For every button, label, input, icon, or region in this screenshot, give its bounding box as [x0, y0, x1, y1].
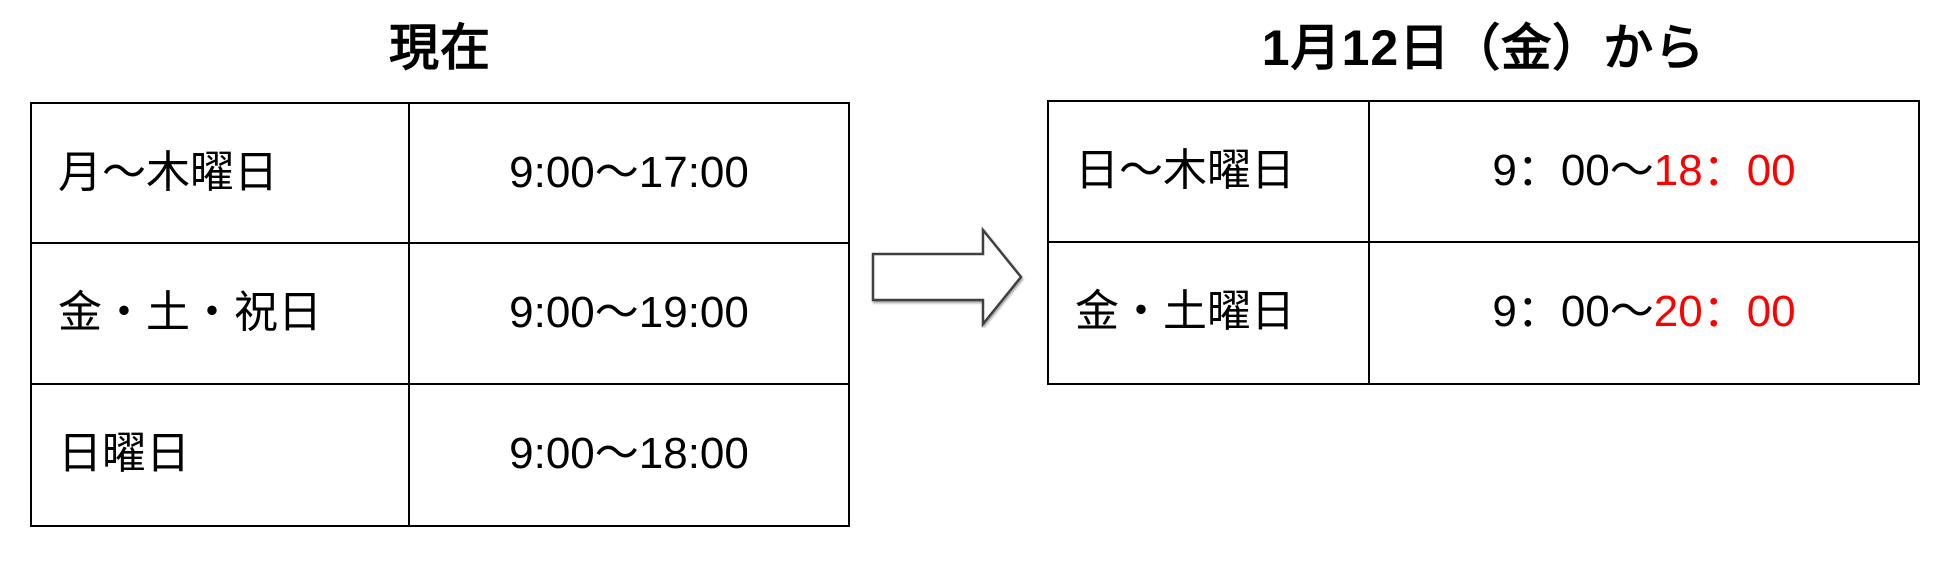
new-schedule-title: 1月12日（金）から — [1261, 20, 1706, 76]
new-days-row2: 金・土曜日 — [1049, 242, 1370, 383]
current-schedule-title: 現在 — [389, 20, 491, 76]
current-hours-row3: 9:00～18:00 — [509, 429, 749, 479]
new-hours-row1-open: 9：00～ — [1492, 145, 1654, 195]
current-hours-row2: 9:00～19:00 — [410, 244, 848, 385]
right-arrow-icon — [870, 226, 1026, 328]
current-schedule-table: 月～木曜日 9:00～17:00 金・土・祝日 9:00～19:00 日曜日 9… — [30, 102, 850, 527]
new-schedule-table: 日～木曜日 9：00～18：00 金・土曜日 9：00～20：00 — [1047, 100, 1920, 385]
current-days-row2: 金・土・祝日 — [32, 244, 410, 385]
new-hours-row1-close-highlight: 18：00 — [1653, 145, 1796, 195]
current-hours-row1: 9:00～17:00 — [410, 104, 848, 245]
current-days-row1: 月～木曜日 — [32, 104, 410, 245]
new-hours-row2: 9：00～20：00 — [1370, 243, 1918, 384]
new-hours-row1: 9：00～18：00 — [1370, 102, 1918, 243]
new-hours-row2-open: 9：00～ — [1492, 287, 1654, 337]
current-days-row3: 日曜日 — [32, 384, 410, 525]
new-days-row1: 日～木曜日 — [1049, 102, 1370, 243]
new-hours-row2-close-highlight: 20：00 — [1653, 287, 1796, 337]
